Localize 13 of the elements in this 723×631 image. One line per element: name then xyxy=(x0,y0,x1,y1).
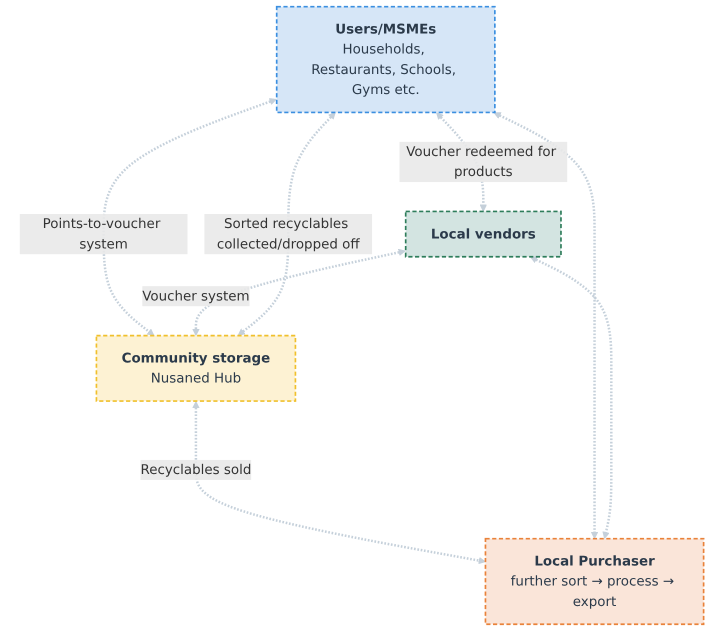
arrow xyxy=(493,112,598,540)
arrow xyxy=(102,98,277,336)
edge-label: Points-to-voucher system xyxy=(42,216,160,252)
edge-label: Sorted recyclables collected/dropped off xyxy=(216,216,360,252)
edge-label: Voucher redeemed for products xyxy=(406,143,556,180)
arrow xyxy=(530,256,612,540)
node-box: Users/MSMEs Households, Restaurants, Schools, Gyms etc. xyxy=(276,6,496,114)
arrow xyxy=(192,401,486,564)
node-box: Local vendors xyxy=(404,210,562,258)
node-box: Local Purchaser further sort → process → export xyxy=(484,538,704,626)
edge-label: Recyclables sold xyxy=(140,461,252,478)
edge-label: Voucher system xyxy=(142,288,250,304)
node-box: Community storage Nusaned Hub xyxy=(95,334,296,402)
